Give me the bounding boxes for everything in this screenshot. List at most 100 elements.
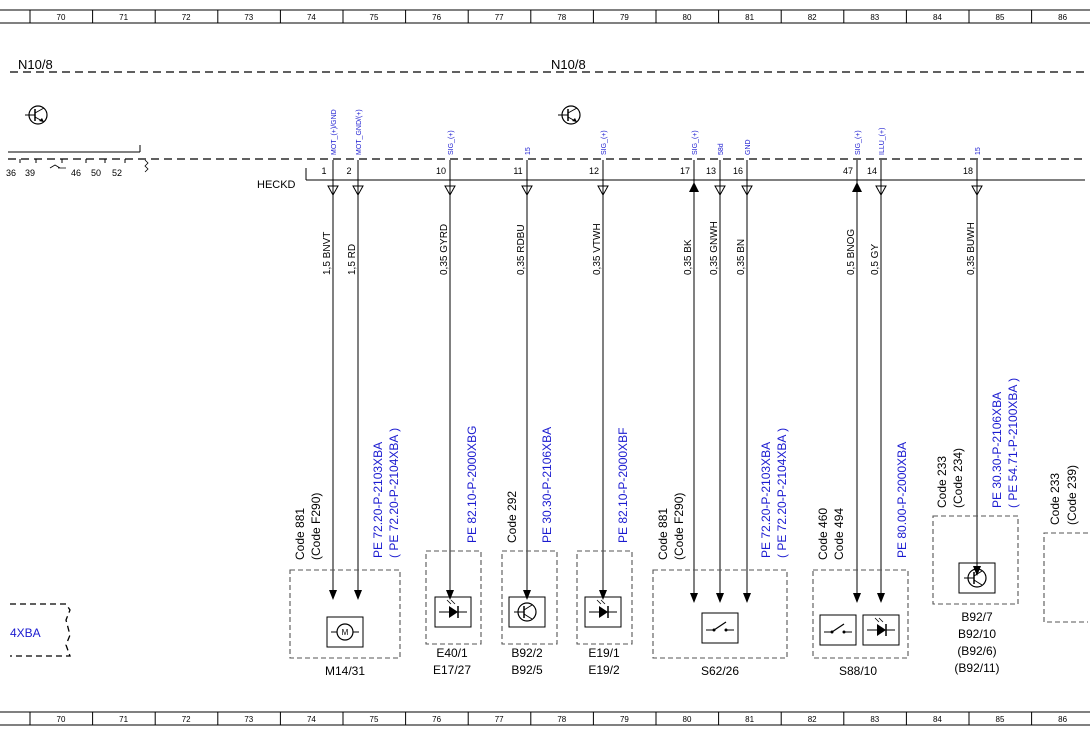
left-pins: 36 39 46 50 52 [6, 168, 122, 178]
arrow-down-icon [327, 185, 339, 197]
grid-column-label: 77 [495, 715, 504, 724]
motor-icon: M [326, 616, 364, 648]
wire-18: 18 15 0,35 BUWH [963, 147, 983, 576]
connector-label: HECKD [257, 179, 296, 191]
grid-column-label: 75 [370, 13, 379, 22]
component-label: B92/10 [958, 627, 996, 641]
left-pin: 52 [112, 168, 122, 178]
signal-label: 58d [718, 143, 725, 155]
grid-column-label: 73 [244, 715, 253, 724]
pin-number: 1 [321, 166, 326, 176]
wire-end-arrow-icon [599, 590, 607, 600]
component-label: E19/1 [588, 646, 620, 660]
component-boundary [1043, 532, 1088, 623]
code-label: (Code 234) [951, 448, 965, 508]
pe-reference: ( PE 54.71-P-2100XBA ) [1006, 378, 1020, 508]
wire-spec-label: 0,35 BN [736, 239, 747, 275]
grid-column-label: 75 [370, 715, 379, 724]
switch-icon [819, 614, 857, 646]
svg-text:M: M [342, 628, 349, 637]
code-label: Code 292 [505, 491, 519, 543]
signal-label: 15 [525, 147, 532, 155]
code-label: Code 233 [1048, 473, 1062, 525]
component-label: B92/2 [511, 646, 543, 660]
left-reference-box: 4XBA [10, 603, 71, 657]
grid-column-label: 84 [933, 13, 942, 22]
wire-end-arrow-icon [523, 590, 531, 600]
left-pin: 46 [71, 168, 81, 178]
grid-column-label: 70 [57, 13, 66, 22]
arrow-down-icon [521, 185, 533, 197]
pin-number: 10 [436, 166, 446, 176]
sensor-icon [508, 596, 546, 628]
pin-number: 13 [706, 166, 716, 176]
pin-number: 18 [963, 166, 973, 176]
wire-end-arrow-icon [354, 590, 362, 600]
grid-column-label: 80 [683, 13, 692, 22]
grid-column-label: 70 [57, 715, 66, 724]
grid-column-label: 72 [182, 13, 191, 22]
wire-end-arrow-icon [690, 593, 698, 603]
grid-column-label: 76 [432, 13, 441, 22]
pin-number: 17 [680, 166, 690, 176]
grid-column-label: 81 [745, 715, 754, 724]
component-label: (B92/11) [954, 661, 999, 675]
wire-end-arrow-icon [329, 590, 337, 600]
module-name-left: N10/8 [18, 57, 53, 72]
wire-spec-label: 0,35 VTWH [592, 223, 603, 275]
grid-column-label: 79 [620, 13, 629, 22]
wire-spec-label: 0,35 BK [683, 239, 694, 275]
component-b92-7: Code 233(Code 234)PE 30.30-P-2106XBA( PE… [932, 378, 1020, 675]
wire-spec-label: 0,5 GY [870, 244, 881, 275]
component-label: B92/5 [511, 663, 543, 677]
wire-end-arrow-icon [743, 593, 751, 603]
code-label: Code 460 [816, 508, 830, 560]
left-reference-label: 4XBA [10, 626, 41, 640]
wire-spec-label: 0,35 BUWH [966, 222, 977, 275]
signal-label: GND [745, 139, 752, 155]
signal-label: SIG_(+) [855, 130, 862, 155]
grid-column-label: 84 [933, 715, 942, 724]
left-pin: 36 [6, 168, 16, 178]
component-label: B92/7 [961, 610, 993, 624]
component-label: E19/2 [588, 663, 620, 677]
arrow-up-icon [852, 182, 862, 192]
wire-spec-label: 0,35 GNWH [709, 221, 720, 275]
grid-column-label: 77 [495, 13, 504, 22]
code-label: Code 494 [832, 508, 846, 560]
component-boundary [576, 550, 633, 645]
signal-label: 15 [975, 147, 982, 155]
code-label: (Code F290) [309, 493, 323, 560]
wire-13: 13 58d 0,35 GNWH [706, 143, 726, 603]
led-icon [434, 596, 472, 628]
wire-end-arrow-icon [446, 590, 454, 600]
code-label: (Code 239) [1065, 465, 1079, 525]
grid-column-label: 71 [119, 715, 128, 724]
signal-label: SIG_(+) [448, 130, 455, 155]
component-label: S88/10 [839, 664, 877, 678]
wire-spec-label: 0,5 BNOG [846, 229, 857, 275]
grid-column-label: 83 [870, 715, 879, 724]
grid-column-label: 82 [808, 13, 817, 22]
component-boundary [932, 515, 1019, 605]
left-pin: 50 [91, 168, 101, 178]
code-label: Code 881 [656, 508, 670, 560]
pe-reference: ( PE 72.20-P-2104XBA ) [387, 428, 401, 558]
arrow-down-icon [352, 185, 364, 197]
component-label: E40/1 [436, 646, 468, 660]
pe-reference: PE 80.00-P-2000XBA [895, 442, 909, 558]
pe-reference: PE 82.10-P-2000XBG [465, 426, 479, 543]
grid-column-label: 78 [557, 13, 566, 22]
